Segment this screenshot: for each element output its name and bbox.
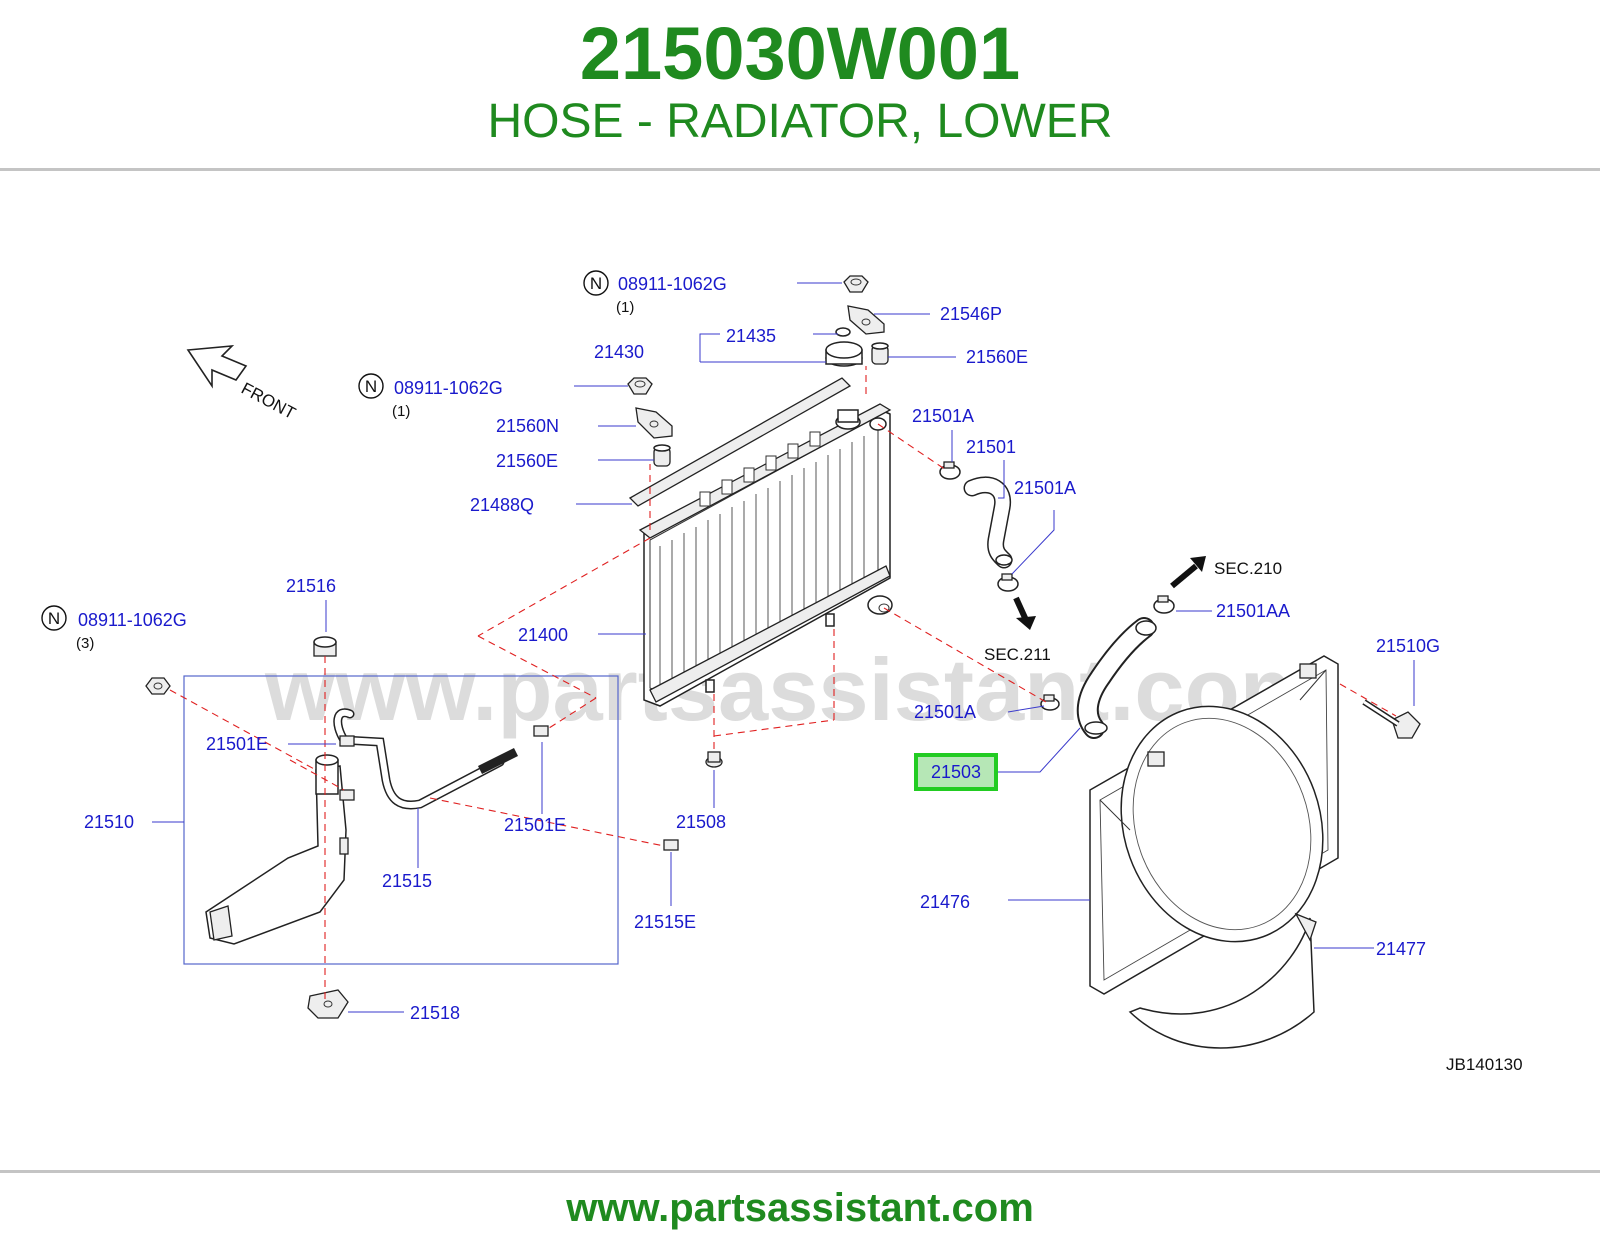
bracket-drawing-left [635,407,673,439]
seal-strip-drawing [628,377,852,507]
fan-shroud-drawing [1089,655,1339,995]
callout-21477[interactable]: 21477 [1376,939,1426,959]
section-arrow-icon-211 [1013,596,1036,630]
callout-21476[interactable]: 21476 [920,892,970,912]
footer-url-link[interactable]: www.partsassistant.com [566,1186,1034,1230]
n-symbol-icon-1: N [583,270,609,296]
radiator-drawing [638,403,893,707]
section-arrow-icon-210 [1170,556,1206,589]
callout-21503-highlighted[interactable]: 21503 [931,762,981,782]
callout-n1-qty: (1) [616,299,634,316]
diagram-code: JB140130 [1446,1055,1523,1074]
callout-n2-label[interactable]: 08911-1062G [394,378,503,398]
lower-hose-drawing [1076,617,1157,739]
mount-drawing-left [653,444,671,467]
callout-21546p[interactable]: 21546P [940,304,1002,324]
reservoir-cap-drawing [313,636,337,657]
callout-21430[interactable]: 21430 [594,342,644,362]
n-symbol-icon-3: N [41,605,67,631]
highlight-box [914,753,998,791]
clamp-drawing-upper-2 [997,573,1019,592]
ring-drawing [835,327,851,337]
header-divider [0,168,1600,171]
assembly-lines [169,366,1397,1000]
callout-21435[interactable]: 21435 [726,326,776,346]
callout-21560e-left[interactable]: 21560E [496,451,558,471]
leader-lines [152,282,1415,1013]
section-ref-210[interactable]: SEC.210 [1214,559,1282,578]
nut-drawing-reservoir [145,677,171,695]
svg-text:N: N [365,377,377,396]
footer-divider [0,1170,1600,1173]
nut-drawing-top [843,275,869,293]
clip-drawing-3 [663,839,679,851]
callout-21515e[interactable]: 21515E [634,912,696,932]
callout-21400[interactable]: 21400 [518,625,568,645]
callout-n3-qty: (3) [76,635,94,652]
callout-n2-qty: (1) [392,403,410,420]
callout-21518[interactable]: 21518 [410,1003,460,1023]
bracket-drawing-top [847,305,885,335]
callout-21501a-1[interactable]: 21501A [912,406,974,426]
lower-shroud-drawing [1128,912,1317,1049]
callout-21501[interactable]: 21501 [966,437,1016,457]
grommet-drawing [705,751,723,768]
upper-hose-drawing [963,476,1013,569]
radiator-cap-drawing [825,341,863,367]
svg-text:N: N [590,274,602,293]
callout-21501aa[interactable]: 21501AA [1216,601,1290,621]
mount-drawing-top [871,342,889,365]
clip-drawing-1 [339,735,355,747]
clamp-drawing-upper-1 [939,461,961,480]
callout-21501e-2[interactable]: 21501E [504,815,566,835]
front-arrow-icon: FRONT [186,345,299,423]
bolt-drawing [1362,699,1421,739]
callout-21510g[interactable]: 21510G [1376,636,1440,656]
overflow-hose-drawing [333,708,519,810]
front-label: FRONT [238,379,299,423]
callout-n3-label[interactable]: 08911-1062G [78,610,187,630]
svg-text:N: N [48,609,60,628]
callout-21508[interactable]: 21508 [676,812,726,832]
callout-21516[interactable]: 21516 [286,576,336,596]
reservoir-tank-drawing [205,754,355,945]
clamp-drawing-lower-2 [1040,694,1060,711]
callout-21515[interactable]: 21515 [382,871,432,891]
callout-21501a-3[interactable]: 21501A [914,702,976,722]
bracket-drawing-bottom [307,989,349,1019]
callout-21560e-top[interactable]: 21560E [966,347,1028,367]
part-number-title: 215030W001 [579,12,1021,95]
clip-drawing-2 [533,725,549,737]
nut-drawing-left [627,377,653,395]
section-ref-211[interactable]: SEC.211 [984,645,1051,664]
callout-21501e-1[interactable]: 21501E [206,734,268,754]
callout-21510[interactable]: 21510 [84,812,134,832]
part-name-subtitle: HOSE - RADIATOR, LOWER [487,95,1113,148]
callout-n1-label[interactable]: 08911-1062G [618,274,727,294]
reservoir-group-box [183,675,619,965]
parts-diagram: www.partsassistant.com FRONT [41,270,1523,1074]
callout-21501a-2[interactable]: 21501A [1014,478,1076,498]
callout-21488q[interactable]: 21488Q [470,495,534,515]
watermark-text: www.partsassistant.com [264,640,1320,739]
page-header: 215030W001 HOSE - RADIATOR, LOWER [0,0,1600,170]
callout-21560n[interactable]: 21560N [496,416,559,436]
clamp-drawing-lower-1 [1153,595,1175,614]
n-symbol-icon-2: N [358,373,384,399]
